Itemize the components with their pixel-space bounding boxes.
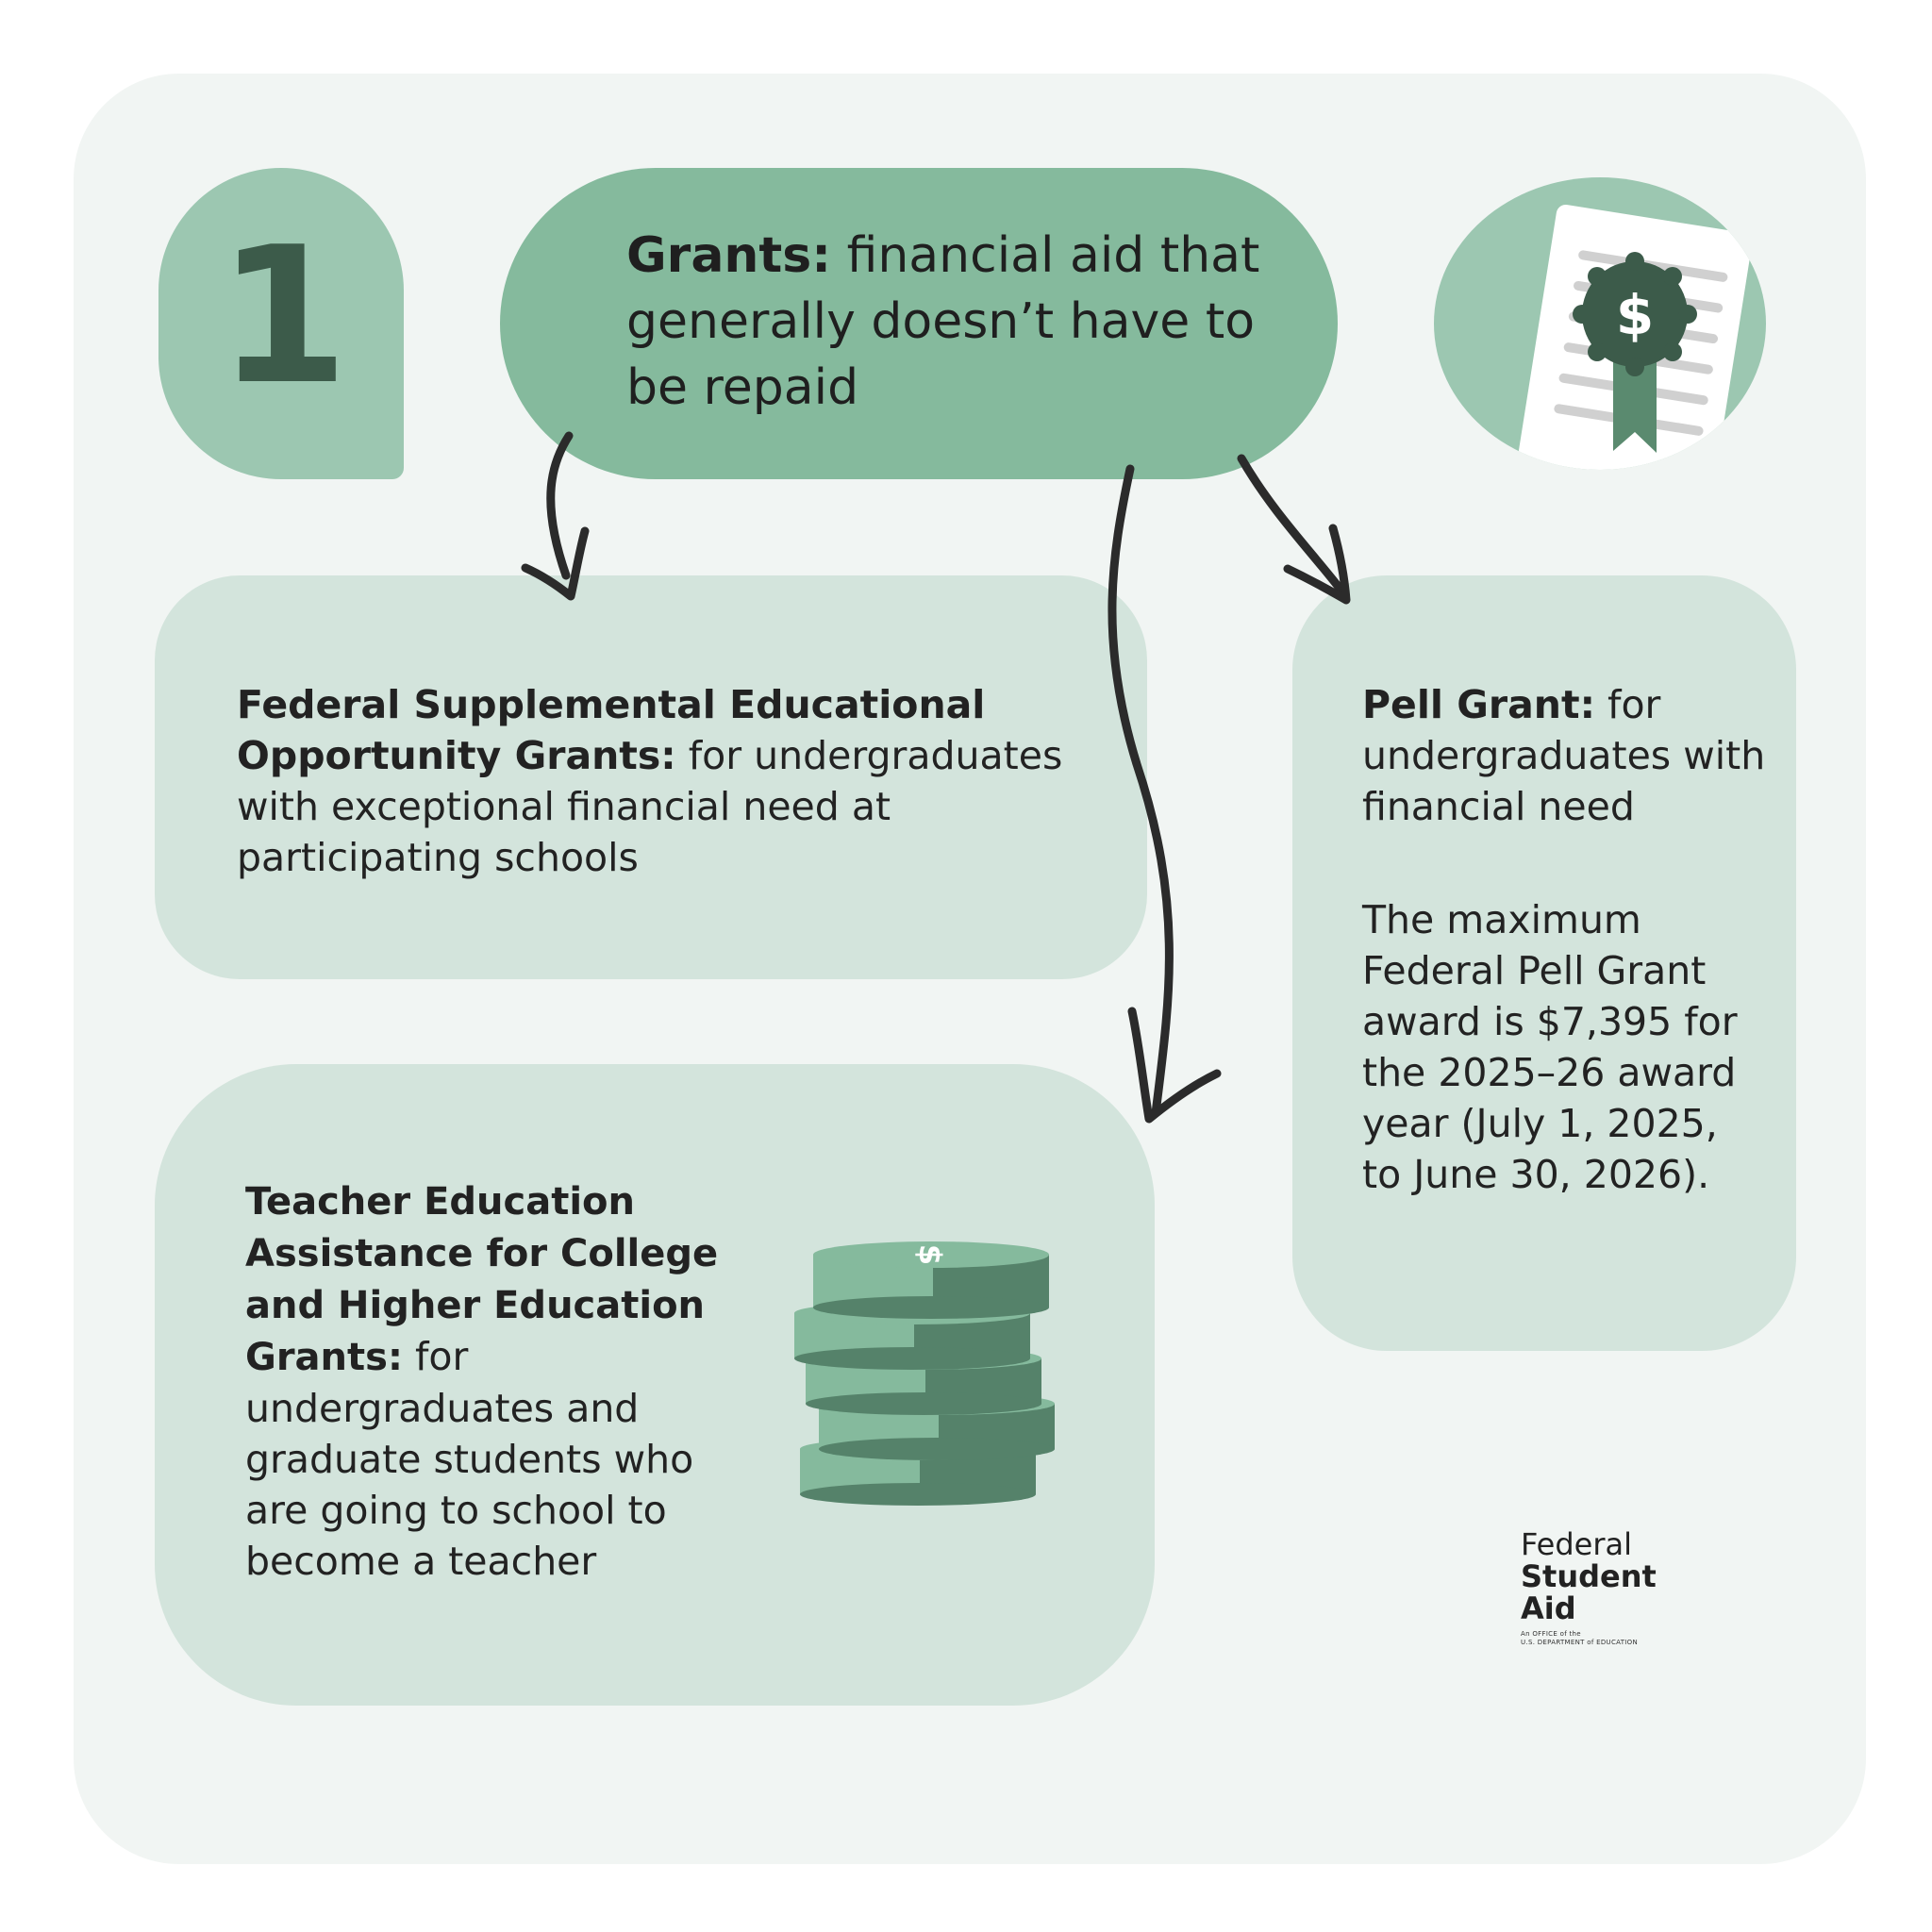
headline-definition: financial aid that generally doesn’t hav…	[626, 227, 1260, 416]
fseog-name: Federal Supplemental Educational Opportu…	[237, 682, 986, 778]
headline-term: Grants:	[626, 227, 832, 284]
grant-document-icon: $	[1434, 177, 1766, 470]
headline-pill: Grants: financial aid that generally doe…	[500, 168, 1338, 479]
teach-description: for undergraduates and graduate students…	[245, 1334, 694, 1584]
logo-federal: Federal	[1521, 1526, 1632, 1562]
teach-text: Teacher Education Assistance for College…	[245, 1175, 736, 1587]
logo-tagline-1: An OFFICE of the	[1521, 1630, 1581, 1638]
pell-max-award-note: The maximum Federal Pell Grant award is …	[1362, 897, 1738, 1197]
logo-aid: Aid	[1521, 1591, 1576, 1626]
logo-tagline-2: U.S. DEPARTMENT of EDUCATION	[1521, 1639, 1638, 1646]
fseog-description: for undergraduates with exceptional fina…	[237, 733, 1063, 880]
seal-icon: $	[1573, 252, 1697, 453]
seal-dollar-sign: $	[1616, 283, 1654, 347]
pell-text: Pell Grant: for undergraduates with fina…	[1362, 679, 1768, 832]
coin-dollar-sign: $	[912, 1244, 948, 1265]
coin-stack-icon: $	[794, 1241, 1055, 1506]
step-number-badge: 1	[158, 168, 404, 479]
pell-description: for undergraduates with financial need	[1362, 682, 1766, 829]
teach-card: Teacher Education Assistance for College…	[155, 1064, 1155, 1706]
pell-name: Pell Grant:	[1362, 682, 1595, 727]
logo-student: Student	[1521, 1558, 1657, 1594]
coin-1: $	[813, 1241, 1049, 1319]
pell-card: Pell Grant: for undergraduates with fina…	[1292, 575, 1796, 1351]
step-number: 1	[217, 207, 348, 426]
headline-text: Grants: financial aid that generally doe…	[626, 223, 1306, 421]
fseog-card: Federal Supplemental Educational Opportu…	[155, 575, 1147, 979]
document-illustration: $	[1514, 204, 1753, 470]
teach-name: Teacher Education Assistance for College…	[245, 1180, 719, 1379]
fseog-text: Federal Supplemental Educational Opportu…	[237, 679, 1086, 883]
federal-student-aid-logo: Federal Student Aid An OFFICE of the U.S…	[1521, 1528, 1709, 1647]
